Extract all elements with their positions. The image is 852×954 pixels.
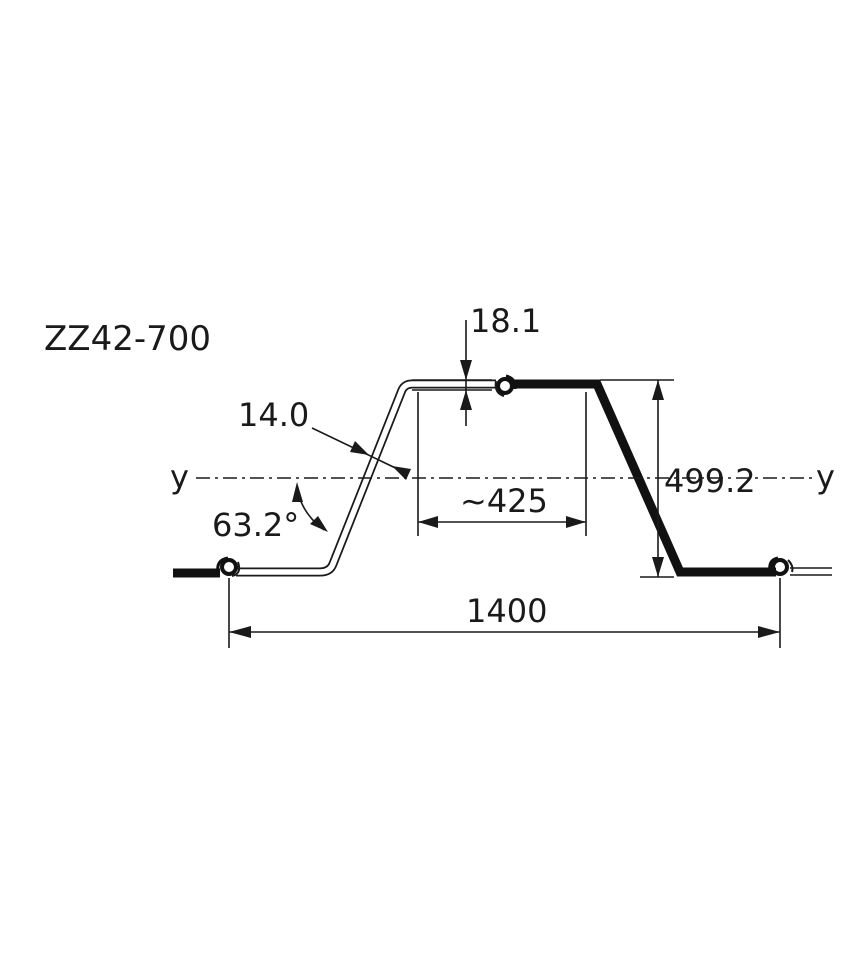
dim-height-label: 499.2 [664, 462, 756, 500]
dim-flange-thickness: 18.1 [412, 302, 541, 426]
dim-web-angle: 63.2° [212, 482, 328, 544]
dim-pair-width: 1400 [228, 578, 781, 648]
dim-pair-width-label: 1400 [466, 592, 547, 630]
dim-web-thickness: 14.0 [238, 396, 411, 480]
dim-flange-width-label: ~425 [460, 482, 548, 520]
interlock-top [494, 374, 517, 397]
dim-flange-thickness-label: 18.1 [470, 302, 541, 340]
dim-web-thickness-label: 14.0 [238, 396, 309, 434]
continuation-right [790, 567, 832, 576]
dim-flange-width: ~425 [417, 392, 587, 536]
interlock-right [768, 556, 794, 576]
dim-web-angle-label: 63.2° [212, 506, 299, 544]
hollow-pile-section [236, 379, 496, 577]
section-title: ZZ42-700 [44, 319, 211, 359]
dim-height: 499.2 [600, 379, 756, 578]
interlock-left [216, 556, 241, 577]
axis-label-left: y [170, 458, 189, 496]
axis-label-right: y [816, 458, 835, 496]
